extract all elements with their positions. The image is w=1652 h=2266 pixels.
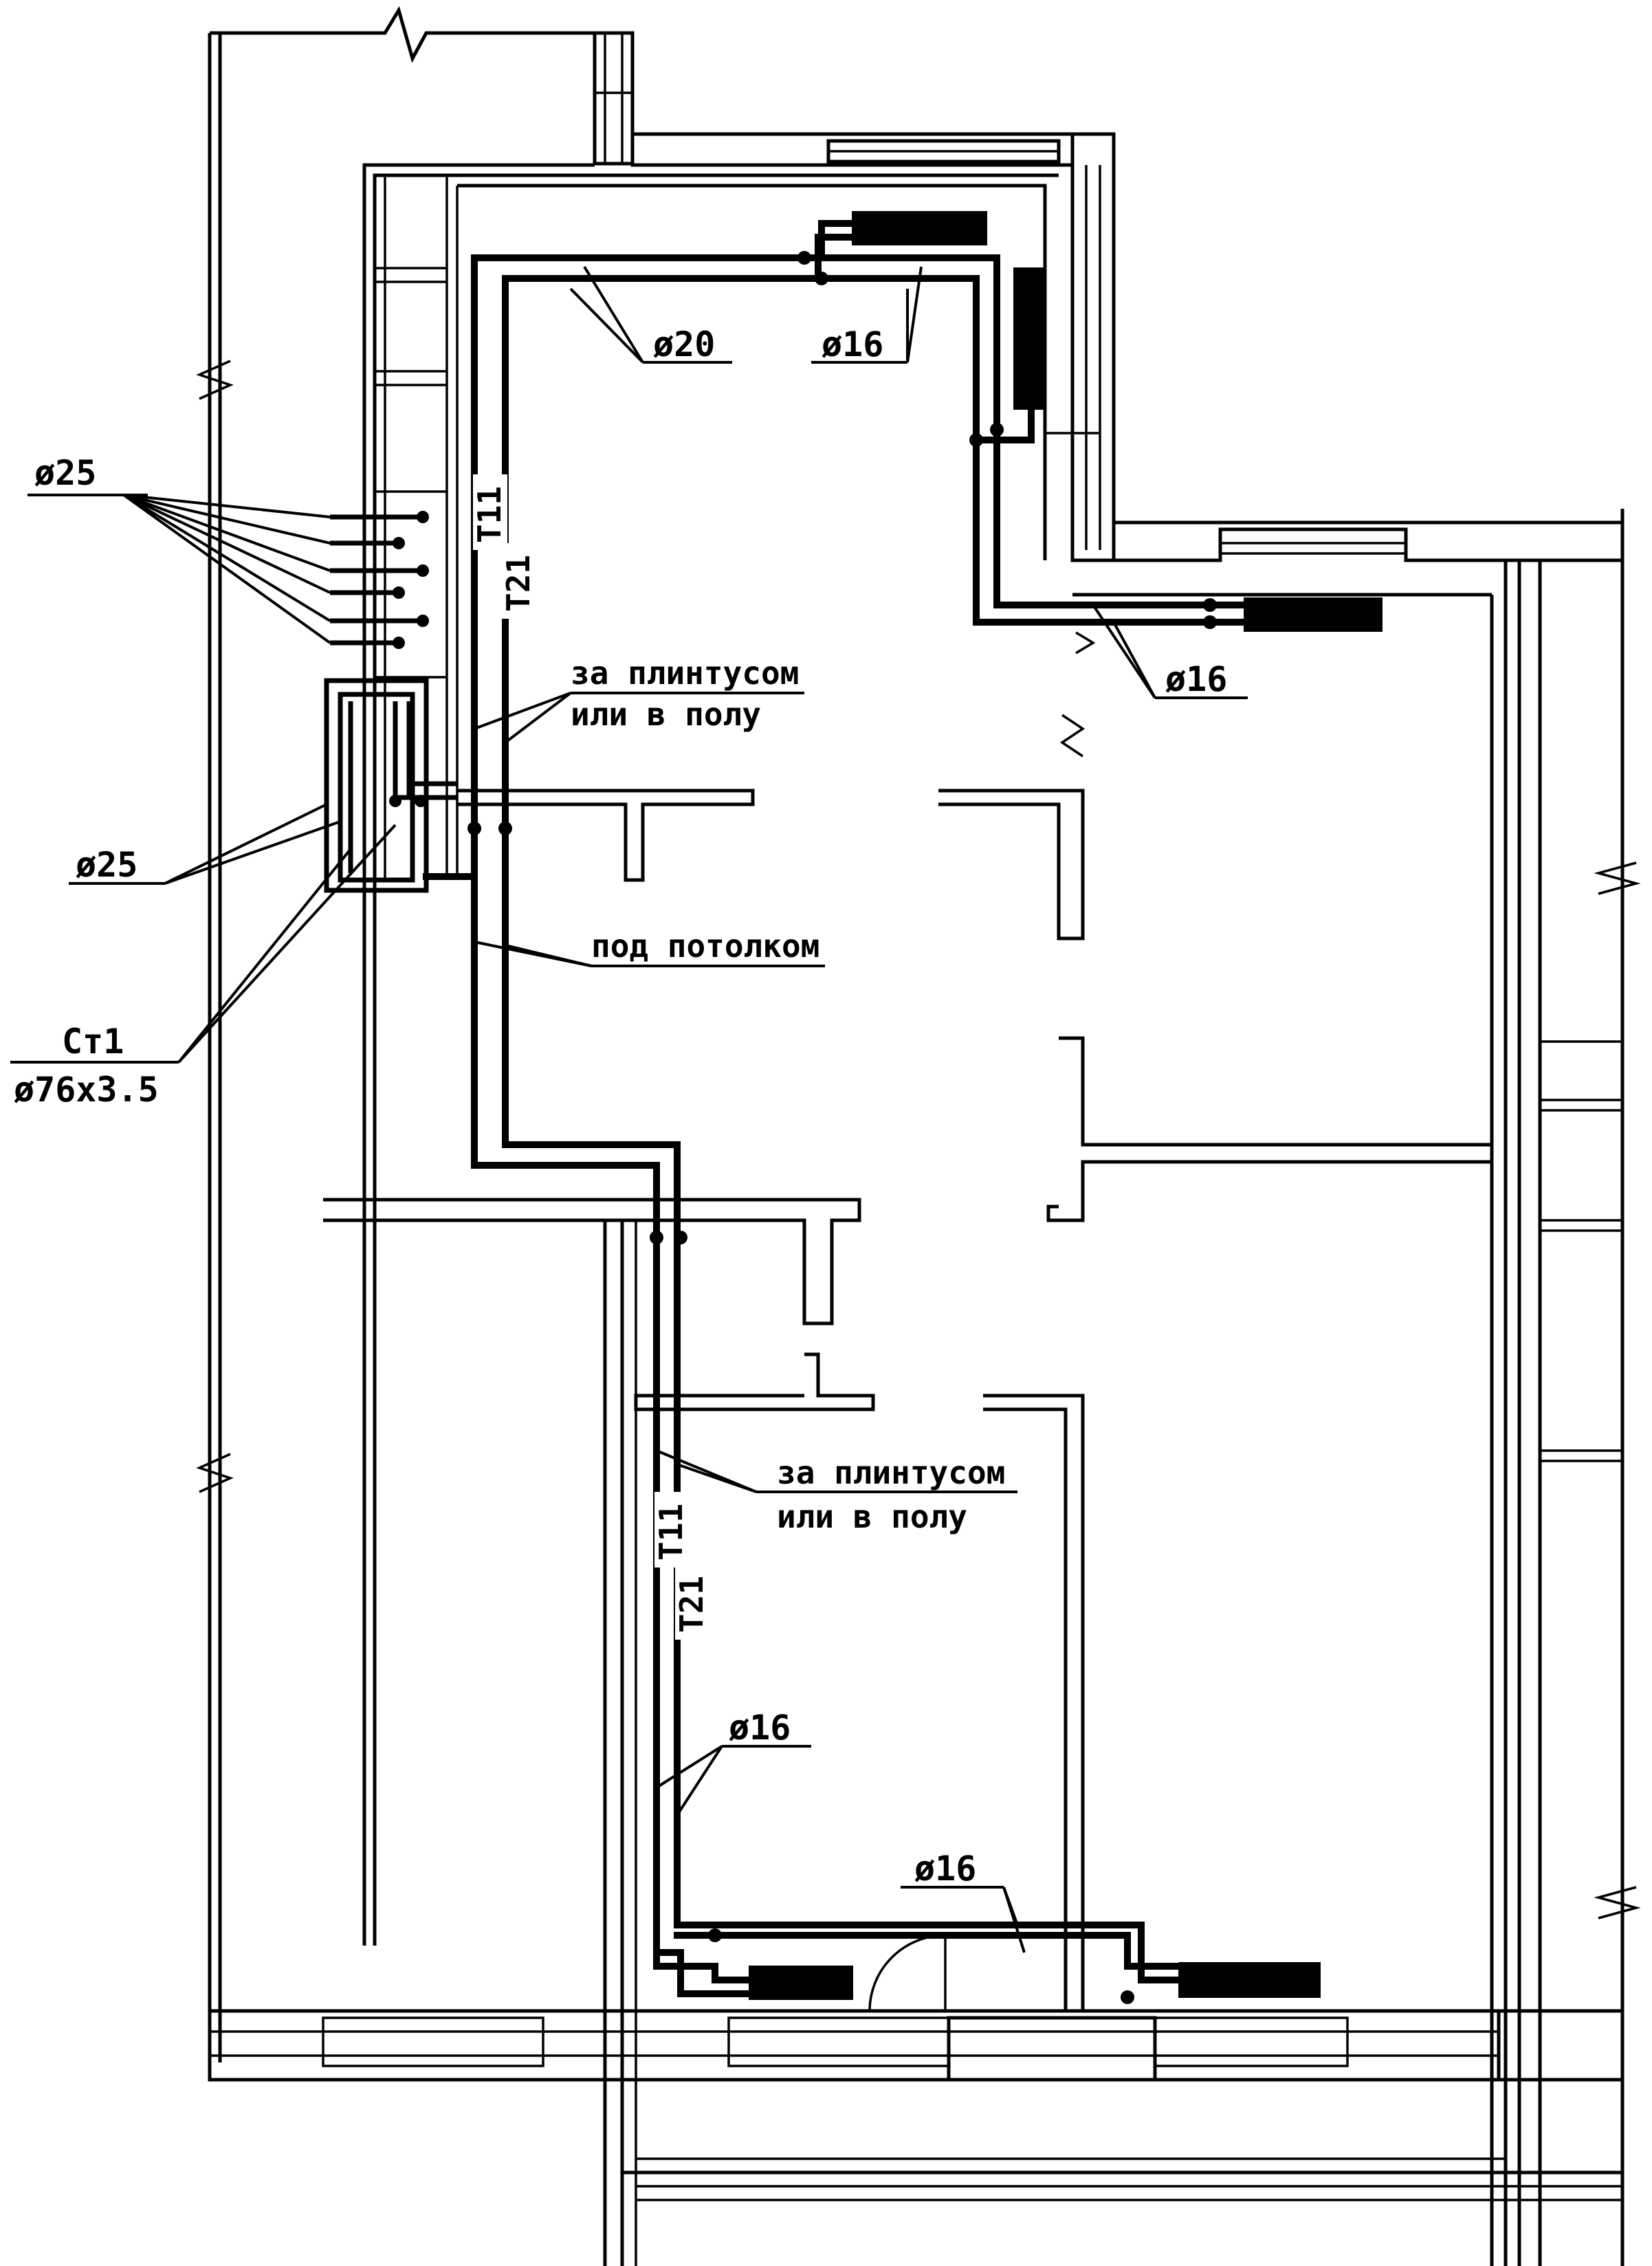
label-t11-bottom: T11 <box>652 1504 690 1561</box>
label-baseboard-top-2: или в полу <box>571 696 761 733</box>
label-d16-right: ø16 <box>1165 659 1227 699</box>
label-st1-name: Ст1 <box>62 1022 124 1062</box>
label-t11-top: T11 <box>471 486 508 543</box>
label-st1-size: ø76x3.5 <box>14 1070 159 1110</box>
label-d16-mid: ø16 <box>729 1708 791 1748</box>
radiator-bottom-right <box>1178 1962 1321 1998</box>
label-d25-left: ø25 <box>76 845 137 885</box>
leader-lines <box>10 265 1248 1953</box>
pipe-t11 <box>471 220 856 832</box>
label-t21-bottom: T21 <box>673 1576 710 1633</box>
label-ceiling: под потолком <box>591 927 819 965</box>
label-d25-top: ø25 <box>34 453 96 493</box>
pipelines <box>423 220 1248 2004</box>
label-baseboard-top-1: за плинтусом <box>571 654 799 692</box>
label-d20: ø20 <box>653 324 715 364</box>
label-d16-top: ø16 <box>822 324 883 364</box>
outer-walls <box>196 6 1641 2266</box>
radiator-right-vertical <box>1013 267 1046 410</box>
label-d16-bottom: ø16 <box>914 1849 976 1889</box>
label-baseboard-bottom-1: за плинтусом <box>777 1454 1005 1491</box>
riser-manifold <box>324 511 474 893</box>
label-baseboard-bottom-2: или в полу <box>777 1498 967 1535</box>
label-t21-top: T21 <box>500 555 537 612</box>
radiator-right <box>1244 597 1383 632</box>
radiators <box>749 211 1383 2000</box>
interior-partitions <box>323 631 1494 2013</box>
radiator-top <box>852 211 987 245</box>
radiator-bottom-left <box>749 1966 853 2000</box>
labels: ø25 ø20 ø16 ø16 за плинтусом или в полу … <box>14 324 1227 1889</box>
